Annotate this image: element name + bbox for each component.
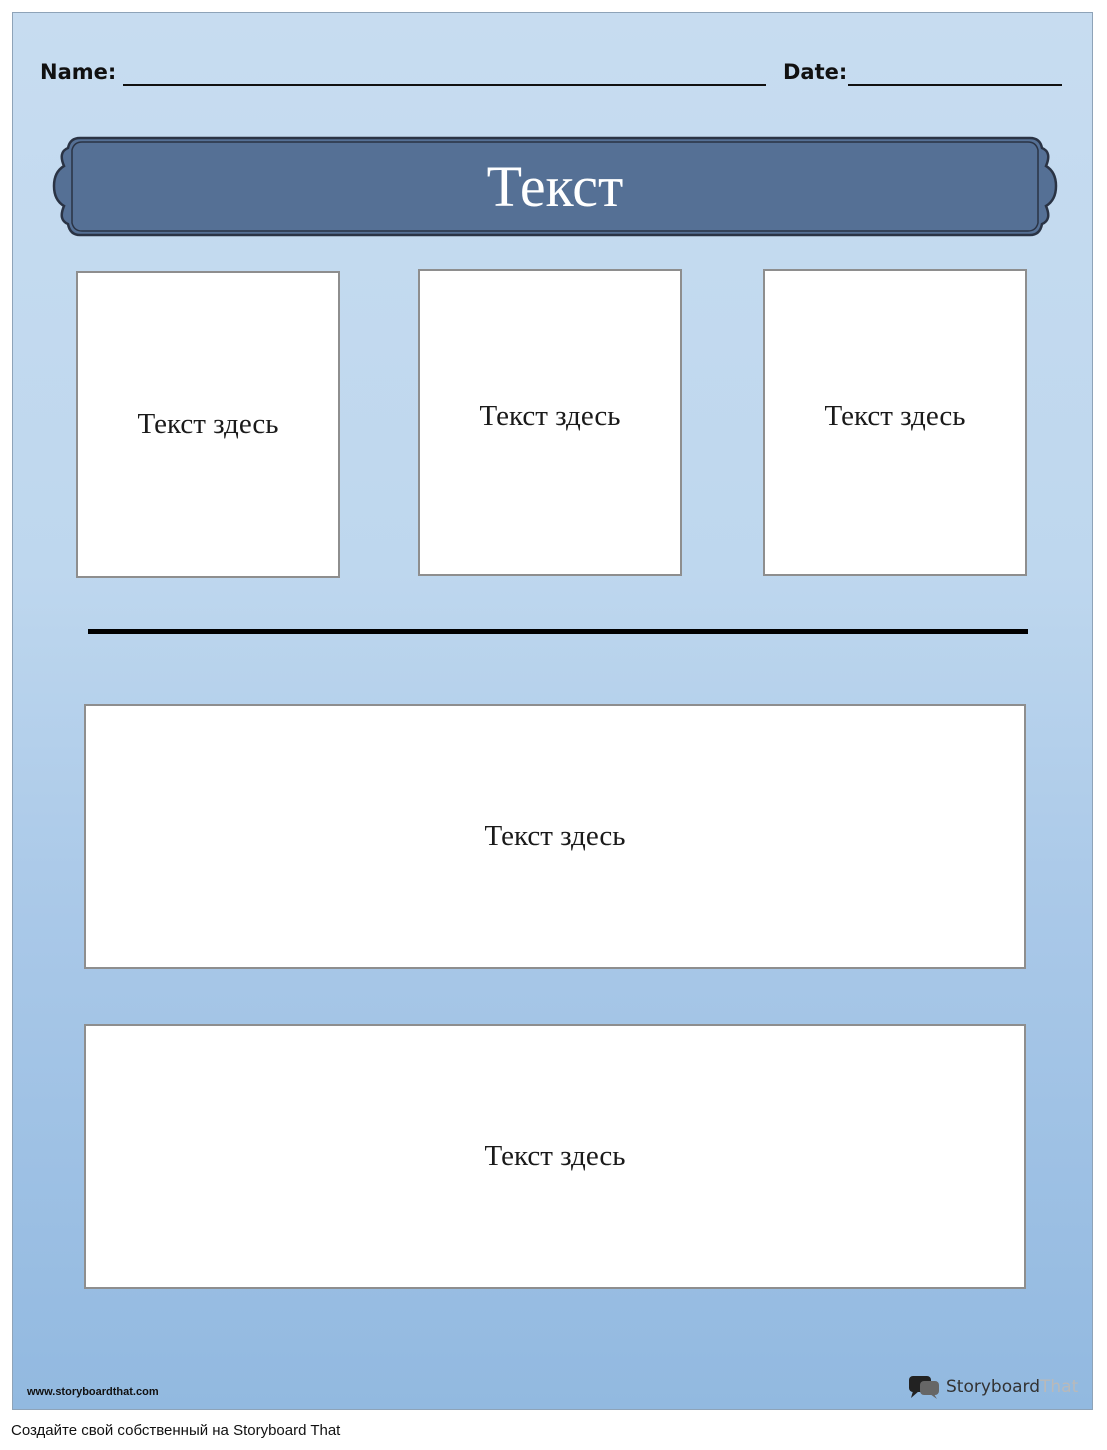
text-box-2[interactable]: Текст здесь bbox=[418, 269, 682, 576]
text-box-3-label: Текст здесь bbox=[824, 400, 966, 432]
text-box-2-label: Текст здесь bbox=[479, 400, 621, 432]
wide-text-box-2-label: Текст здесь bbox=[484, 1140, 626, 1172]
text-box-3[interactable]: Текст здесь bbox=[763, 269, 1027, 576]
name-label: Name: bbox=[40, 60, 117, 84]
banner-frame bbox=[52, 136, 1058, 237]
section-divider bbox=[88, 629, 1028, 634]
footer-caption: Создайте свой собственный на Storyboard … bbox=[11, 1422, 341, 1439]
site-url: www.storyboardthat.com bbox=[27, 1386, 159, 1398]
logo-word-storyboard: Storyboard bbox=[946, 1377, 1040, 1397]
date-label: Date: bbox=[783, 60, 848, 84]
wide-text-box-1-label: Текст здесь bbox=[484, 820, 626, 852]
wide-text-box-2[interactable]: Текст здесь bbox=[84, 1024, 1026, 1289]
page-title: Текст bbox=[486, 154, 624, 219]
text-box-1-label: Текст здесь bbox=[137, 408, 279, 440]
wide-text-box-1[interactable]: Текст здесь bbox=[84, 704, 1026, 969]
date-field-line[interactable] bbox=[848, 84, 1062, 86]
speech-bubble-icon bbox=[909, 1376, 939, 1399]
name-field-line[interactable] bbox=[123, 84, 766, 86]
title-banner: Текст bbox=[52, 130, 1058, 243]
text-box-1[interactable]: Текст здесь bbox=[76, 271, 340, 578]
logo-word-that: That bbox=[1040, 1377, 1079, 1397]
